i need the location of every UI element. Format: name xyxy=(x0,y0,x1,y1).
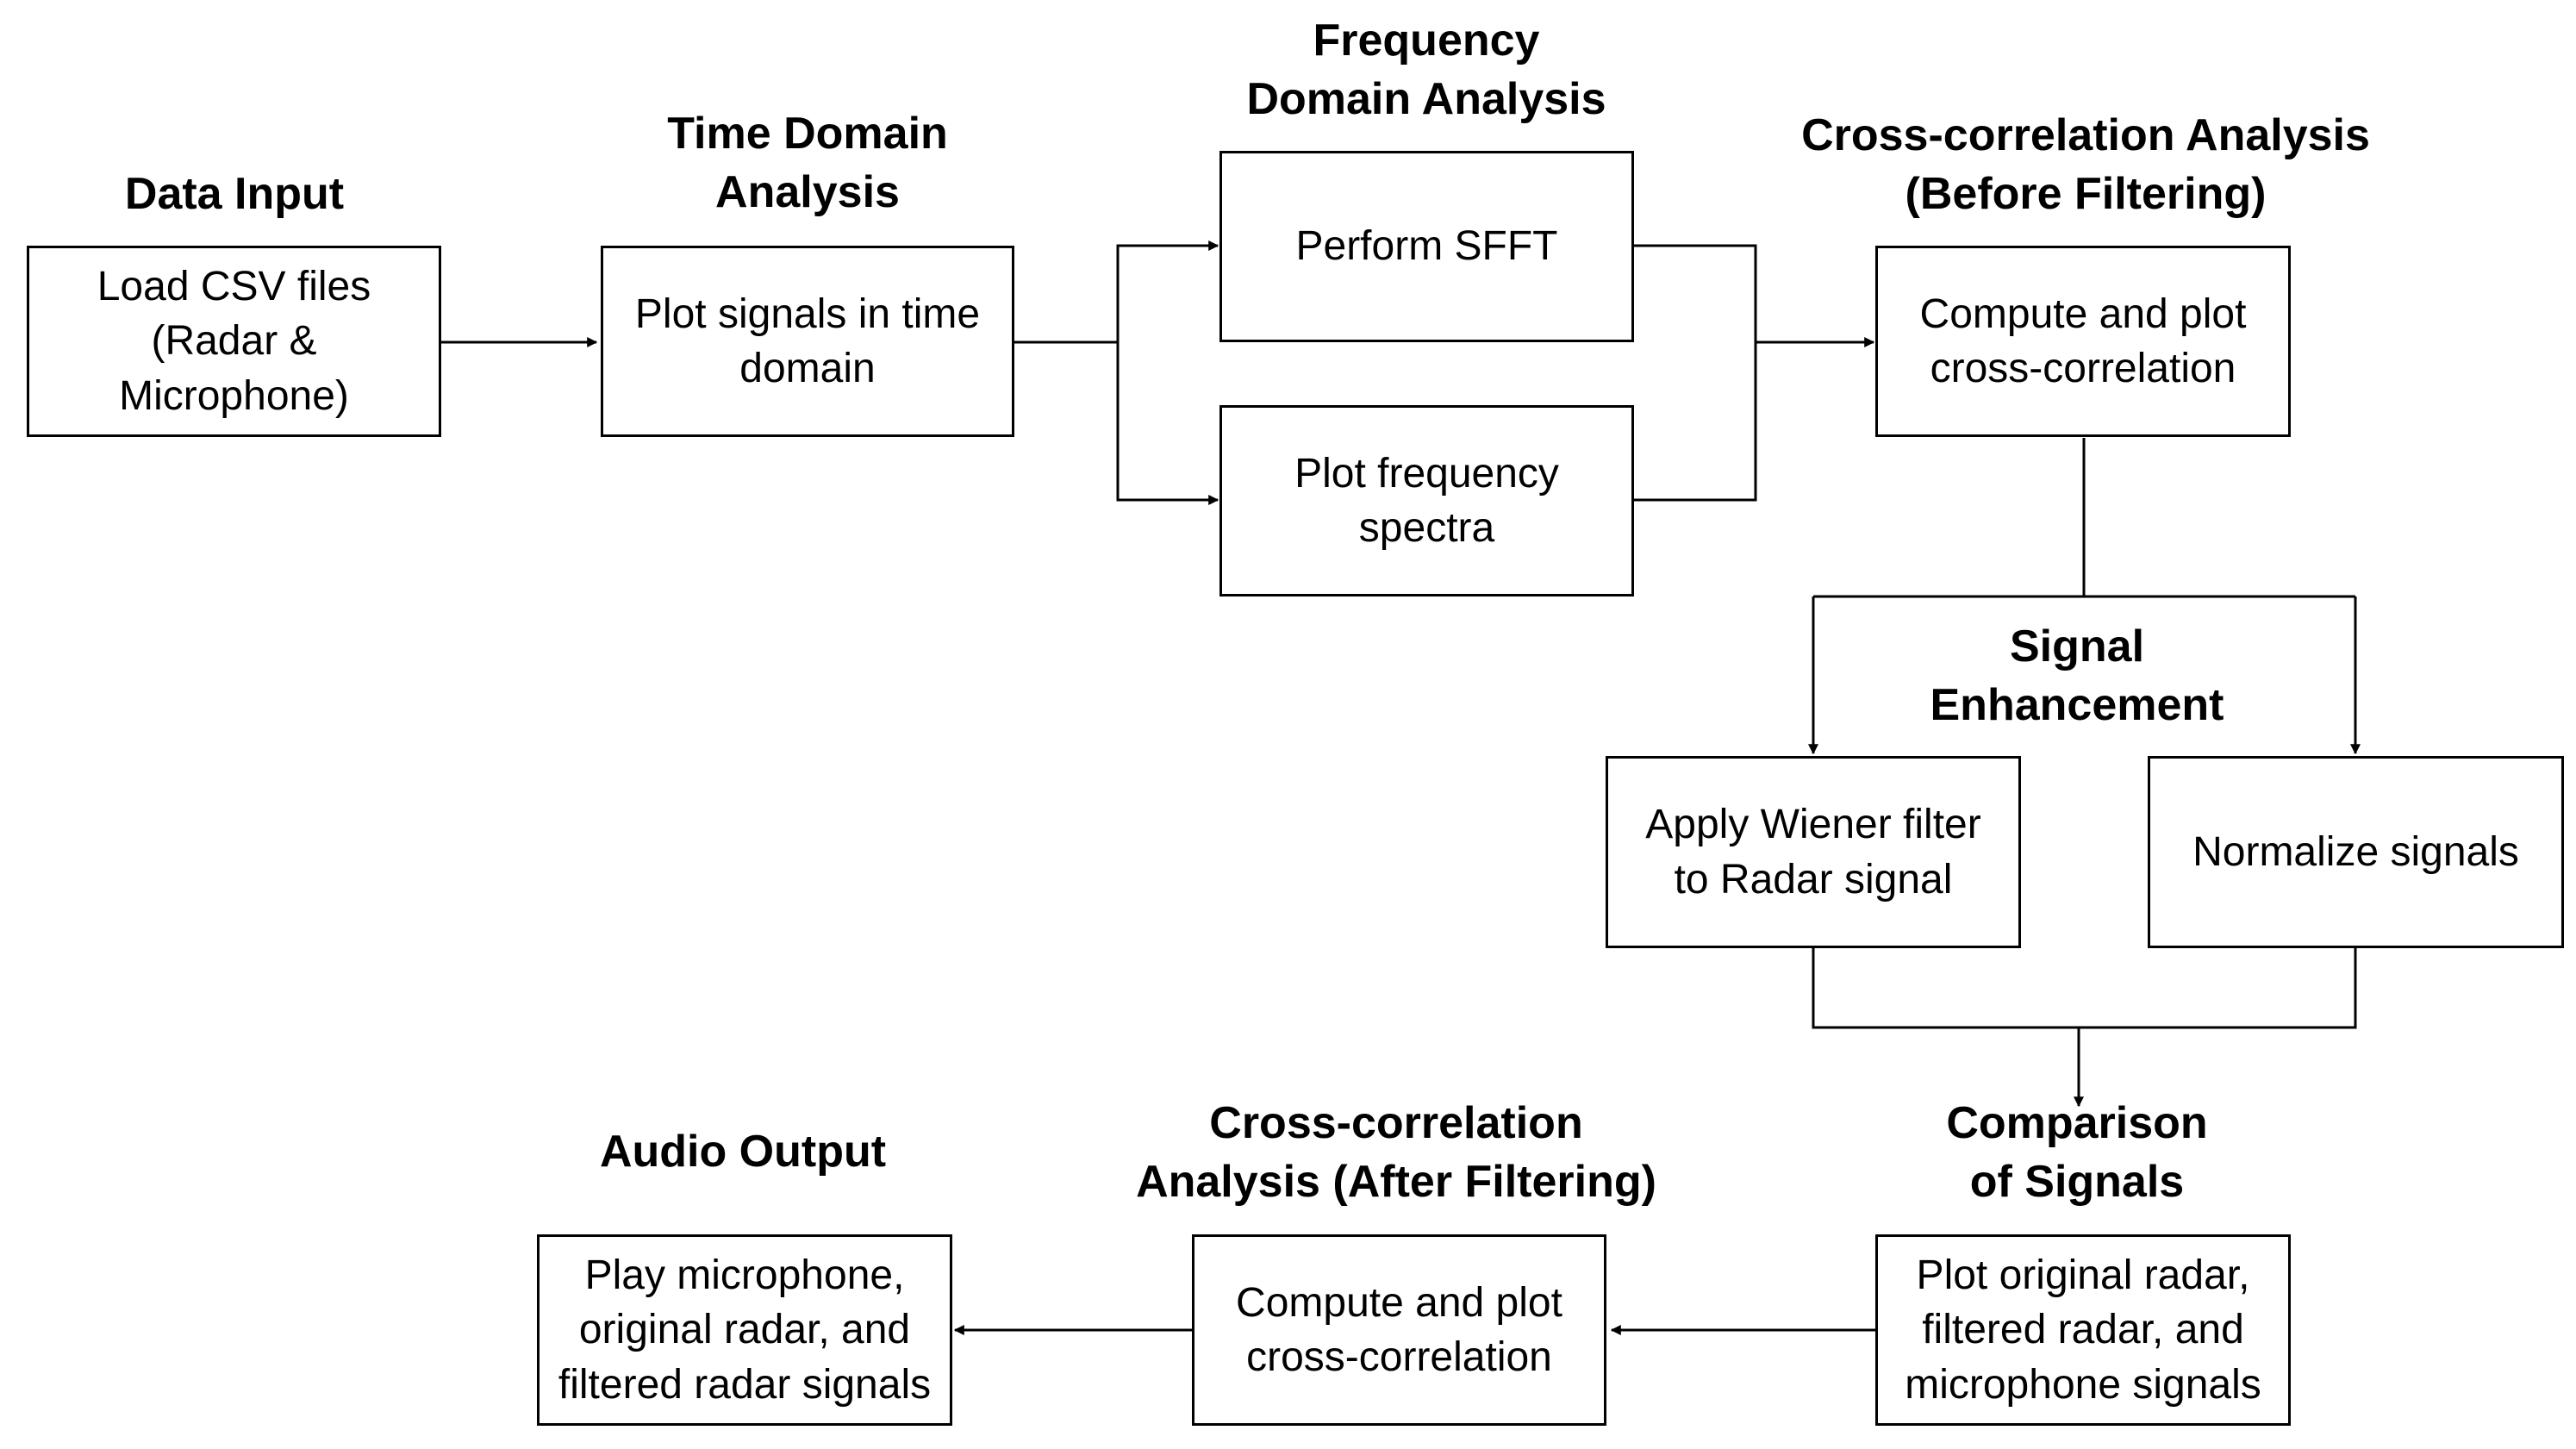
heading-cross-before: Cross-correlation Analysis (Before Filte… xyxy=(1801,110,2370,219)
heading-comparison: Comparison of Signals xyxy=(1946,1098,2208,1207)
arrow-time-to-spectra xyxy=(1116,342,1219,505)
heading-data-input: Data Input xyxy=(124,169,345,219)
box-plot-time-domain: Plot signals in time domain xyxy=(601,246,1014,437)
box-cross-correlation-before: Compute and plot cross-correlation xyxy=(1875,246,2291,437)
line-enhancement-merge xyxy=(1812,948,2357,1029)
arrow-time-to-sfft xyxy=(1014,240,1219,344)
box-cross-correlation-after: Compute and plot cross-correlation xyxy=(1192,1234,1606,1426)
heading-frequency-domain: Frequency Domain Analysis xyxy=(1246,16,1606,124)
box-comparison-plot: Plot original radar, filtered radar, and… xyxy=(1875,1234,2291,1426)
heading-time-domain: Time Domain Analysis xyxy=(667,109,948,217)
heading-audio-output: Audio Output xyxy=(599,1127,887,1177)
box-load-csv: Load CSV files (Radar & Microphone) xyxy=(27,246,441,437)
box-normalize-signals: Normalize signals xyxy=(2148,756,2564,948)
box-apply-wiener: Apply Wiener filter to Radar signal xyxy=(1606,756,2021,948)
box-perform-sfft: Perform SFFT xyxy=(1219,151,1634,342)
heading-signal-enhancement: Signal Enhancement xyxy=(1930,621,2224,730)
box-plot-frequency-spectra: Plot frequency spectra xyxy=(1219,405,1634,596)
line-sfft-merge xyxy=(1634,244,1757,502)
box-audio-output: Play microphone, original radar, and fil… xyxy=(537,1234,952,1426)
heading-cross-after: Cross-correlation Analysis (After Filter… xyxy=(1136,1098,1656,1207)
